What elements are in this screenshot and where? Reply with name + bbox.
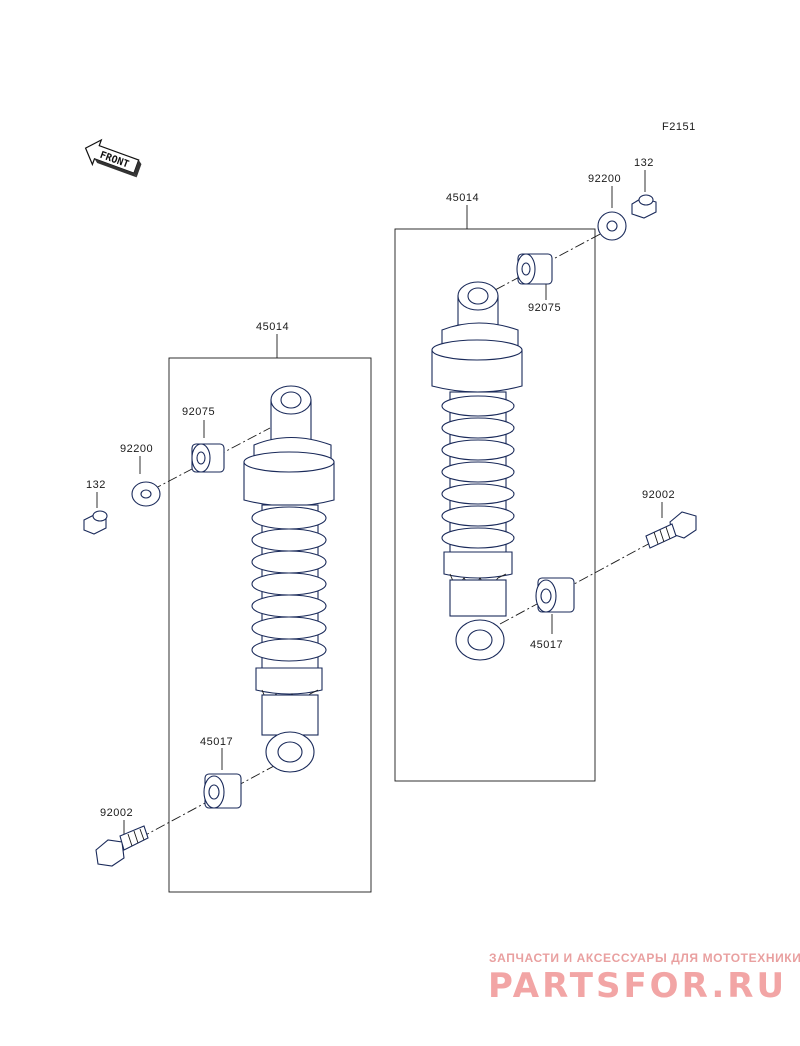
right-bolt-132-icon	[631, 194, 657, 219]
right-label-45014: 45014	[446, 192, 479, 204]
left-label-45017: 45017	[200, 736, 233, 748]
right-label-92002: 92002	[642, 489, 675, 501]
left-bolt-92002-icon	[95, 825, 149, 867]
right-label-45017: 45017	[530, 639, 563, 651]
right-bolt-92002-icon	[645, 511, 697, 549]
left-bushing-92075	[191, 443, 225, 473]
left-assembly-box	[168, 357, 372, 893]
left-bushing-45017	[203, 773, 242, 809]
watermark: ЗАПЧАСТИ И АКСЕССУАРЫ ДЛЯ МОТОТЕХНИКИ PA…	[488, 951, 800, 1006]
right-shock-group: 45014	[394, 157, 697, 782]
left-bolt-132-icon	[83, 510, 108, 535]
left-washer-92200	[131, 481, 161, 507]
right-assembly-box	[394, 228, 596, 782]
left-shock-absorber	[243, 385, 335, 773]
right-washer-92200	[597, 211, 627, 241]
right-bushing-92075	[516, 253, 553, 285]
watermark-logo: PARTSFOR.RU	[488, 966, 787, 1006]
left-coil-spring	[251, 506, 327, 662]
right-label-92200: 92200	[588, 173, 621, 185]
right-coil-spring	[441, 395, 515, 549]
right-label-92075: 92075	[528, 302, 561, 314]
right-shock-absorber	[431, 281, 523, 661]
left-label-132: 132	[86, 479, 106, 491]
front-arrow-icon: FRONT	[84, 138, 142, 178]
left-label-92002: 92002	[100, 807, 133, 819]
left-label-92075: 92075	[182, 406, 215, 418]
left-label-92200: 92200	[120, 443, 153, 455]
left-shock-group: 45014	[83, 321, 372, 893]
right-bushing-45017	[535, 577, 575, 613]
figure-code: F2151	[662, 121, 696, 133]
left-label-45014: 45014	[256, 321, 289, 333]
watermark-tagline: ЗАПЧАСТИ И АКСЕССУАРЫ ДЛЯ МОТОТЕХНИКИ	[489, 951, 800, 965]
right-label-132: 132	[634, 157, 654, 169]
